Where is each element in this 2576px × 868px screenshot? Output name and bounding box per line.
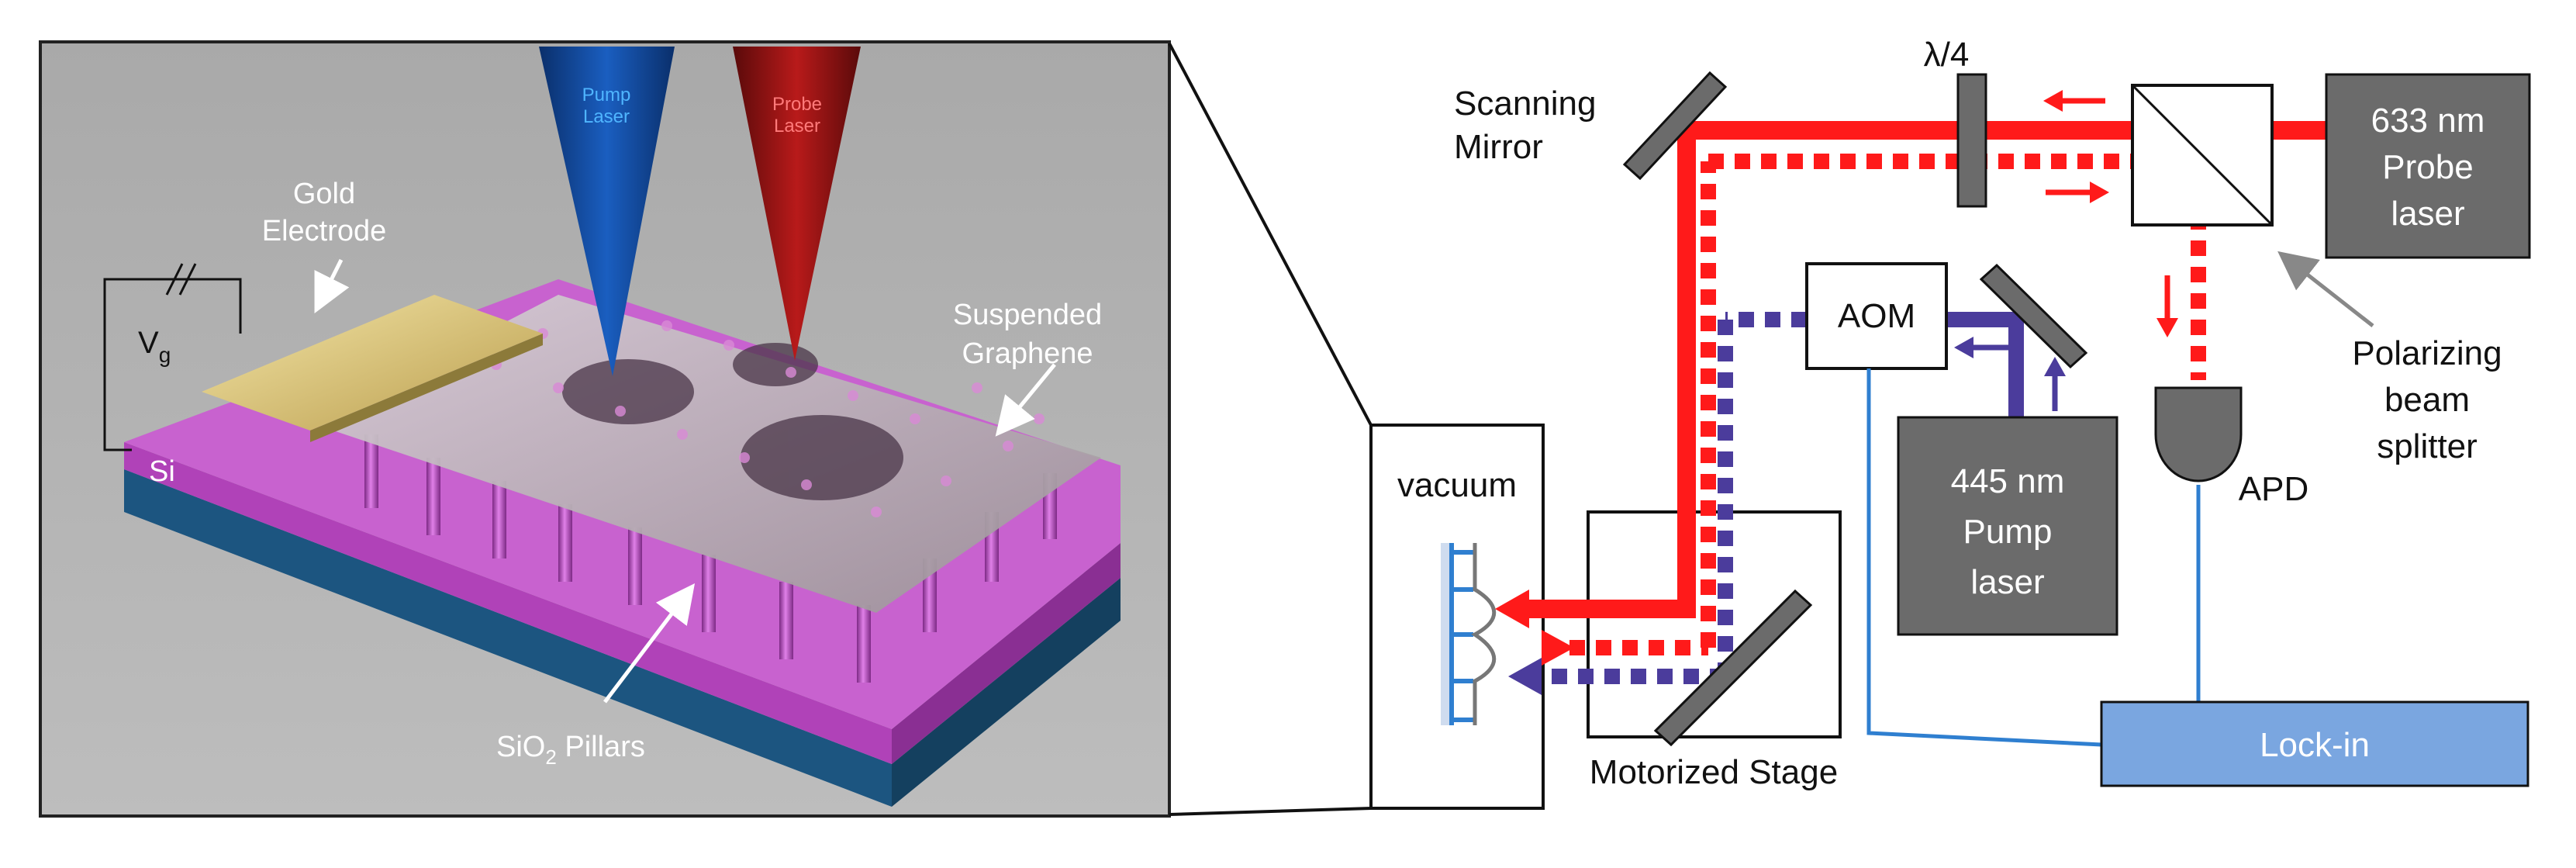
quarter-wave-plate-icon <box>1956 73 1987 208</box>
sio2-layer-side <box>892 543 1121 764</box>
pillar <box>702 555 716 632</box>
gold-electrode <box>202 295 543 431</box>
vacuum-label: vacuum <box>1397 466 1517 504</box>
probe-laser-cone <box>733 47 861 361</box>
pillar <box>558 504 572 582</box>
gold-electrode-edge <box>310 334 543 442</box>
direction-arrows <box>1954 90 2178 411</box>
signal-wires <box>1866 368 2201 747</box>
pillar <box>364 434 378 508</box>
sio2-layer-front <box>124 442 892 764</box>
pillars-arrow <box>603 583 696 704</box>
pillar <box>492 481 506 558</box>
gold-electrode-arrow <box>314 258 350 313</box>
apd-label: APD <box>2239 470 2308 508</box>
aom-label: AOM <box>1838 297 1915 335</box>
pump-beam-path <box>1543 312 1807 684</box>
vg-capacitor-icon <box>165 263 197 296</box>
beam-splitter-pointer <box>2277 251 2374 327</box>
reflected-probe-arrowhead <box>1542 630 1574 666</box>
pillar <box>426 458 440 535</box>
si-label: Si <box>149 455 175 488</box>
stage-mirror-icon <box>1653 589 1813 747</box>
probe-laser-box <box>2325 73 2531 259</box>
si-substrate-front <box>124 469 892 807</box>
pump-beam-arrowhead <box>1508 658 1542 695</box>
lock-in-box <box>2100 700 2529 787</box>
quarter-wave-plate-label: λ/4 <box>1924 36 1970 74</box>
graphene-wrinkles <box>562 343 903 500</box>
aom-box <box>1805 262 1948 370</box>
pump-laser-box <box>1897 416 2118 636</box>
motorized-stage-label: Motorized Stage <box>1590 753 1838 791</box>
pump-solid-path <box>1946 312 2024 417</box>
pillar <box>857 605 871 683</box>
sio2-pillars <box>364 434 1057 683</box>
lock-in-label: Lock-in <box>2260 726 2370 764</box>
vg-label: Vg <box>138 326 171 367</box>
suspended-graphene-sheet <box>310 295 1101 613</box>
pump-laser-cone <box>539 47 675 376</box>
probe-beam-arrowhead <box>1495 590 1529 628</box>
optical-setup-panel: vacuum Motorized Stage <box>1369 36 2531 810</box>
beam-splitter-cube-icon <box>2131 84 2274 227</box>
pillar <box>779 582 793 659</box>
sio2-pillars-label: SiO2 Pillars <box>496 731 645 769</box>
graphene-arrow <box>995 363 1056 437</box>
graphene-pillar-dots <box>491 301 1045 517</box>
pillar <box>628 527 642 605</box>
scanning-mirror-icon <box>1622 71 1728 181</box>
sample-cross-section <box>1441 543 1497 725</box>
si-substrate-side <box>892 578 1121 807</box>
pump-mirror-icon <box>1979 263 2088 369</box>
vg-circuit-wire <box>103 278 242 451</box>
zoom-connector-lines <box>1168 43 1373 816</box>
apd-detector-icon <box>2154 386 2243 482</box>
